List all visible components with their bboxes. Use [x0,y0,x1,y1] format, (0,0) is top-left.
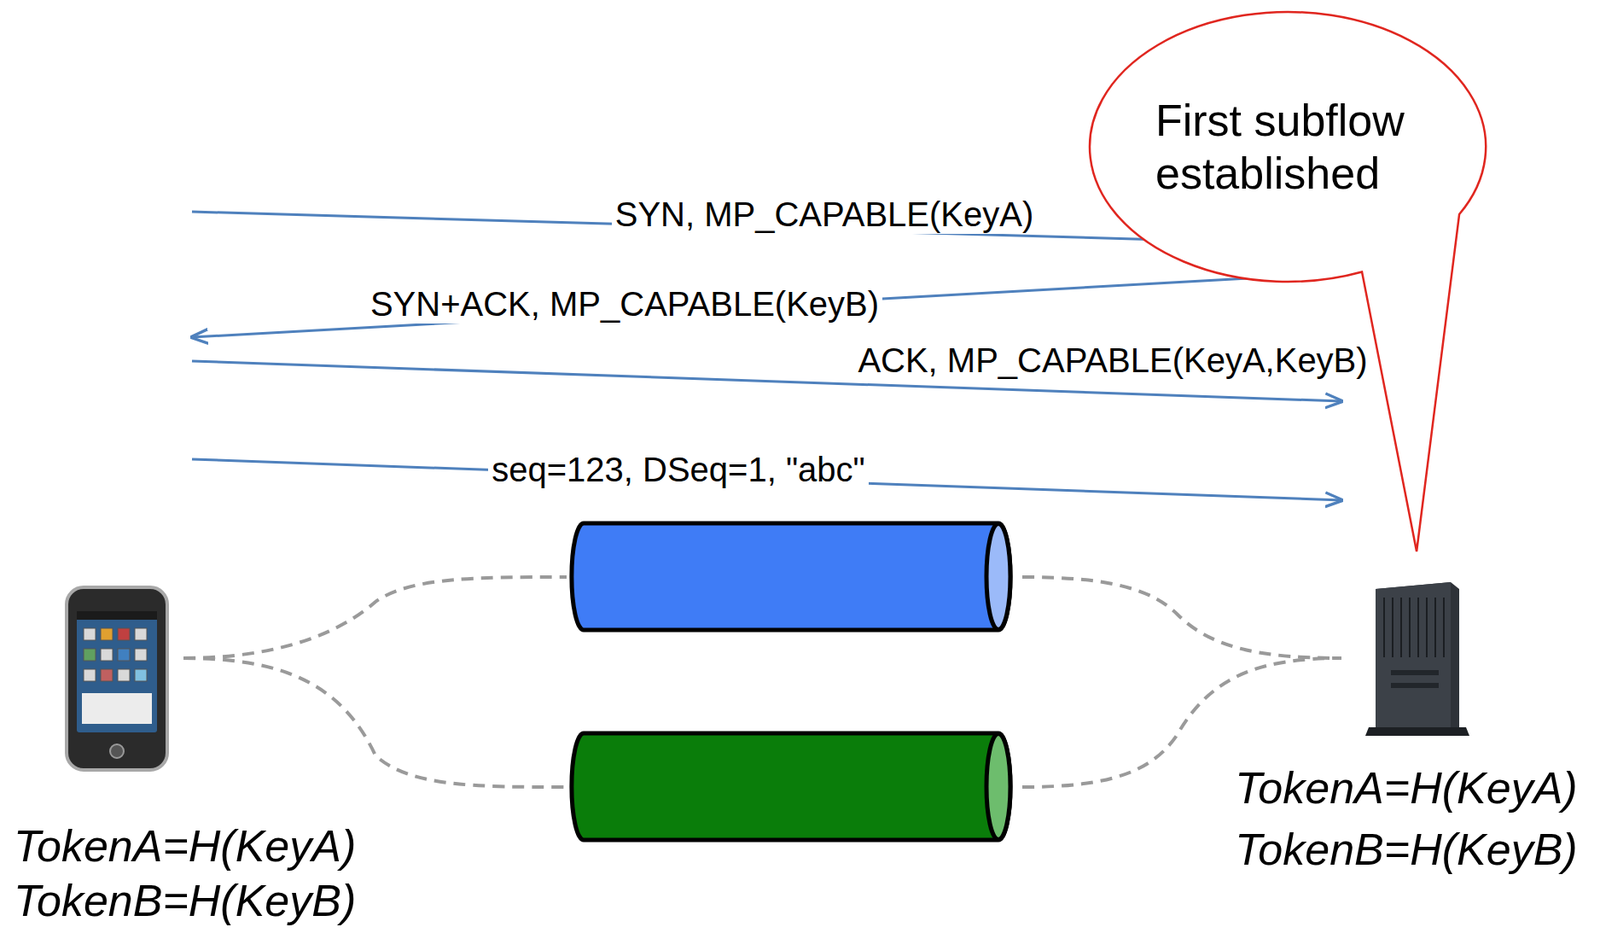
phone-icon [66,587,168,770]
token-label: TokenB=H(KeyB) [1231,824,1581,876]
message-arrow [192,273,1342,338]
message-label: SYN, MP_CAPABLE(KeyA) [611,194,1038,234]
subflow-pipe [571,733,1011,840]
path-line [183,657,567,787]
callout-bubble: First subflow established [1089,11,1486,282]
message-label: SYN+ACK, MP_CAPABLE(KeyB) [366,284,883,324]
callout-text: First subflow established [1155,93,1420,201]
server-icon [1365,581,1470,736]
token-label: TokenA=H(KeyA) [1231,762,1581,815]
subflow-pipe [571,523,1011,630]
callout-shape [1089,11,1486,552]
token-label: TokenA=H(KeyA) [10,820,360,873]
callout-outline [1089,11,1486,282]
message-label: seq=123, DSeq=1, "abc" [488,449,869,489]
message-label: ACK, MP_CAPABLE(KeyA,KeyB) [854,340,1371,380]
path-line [1022,576,1342,658]
path-line [183,576,567,658]
token-label: TokenB=H(KeyB) [10,875,360,927]
